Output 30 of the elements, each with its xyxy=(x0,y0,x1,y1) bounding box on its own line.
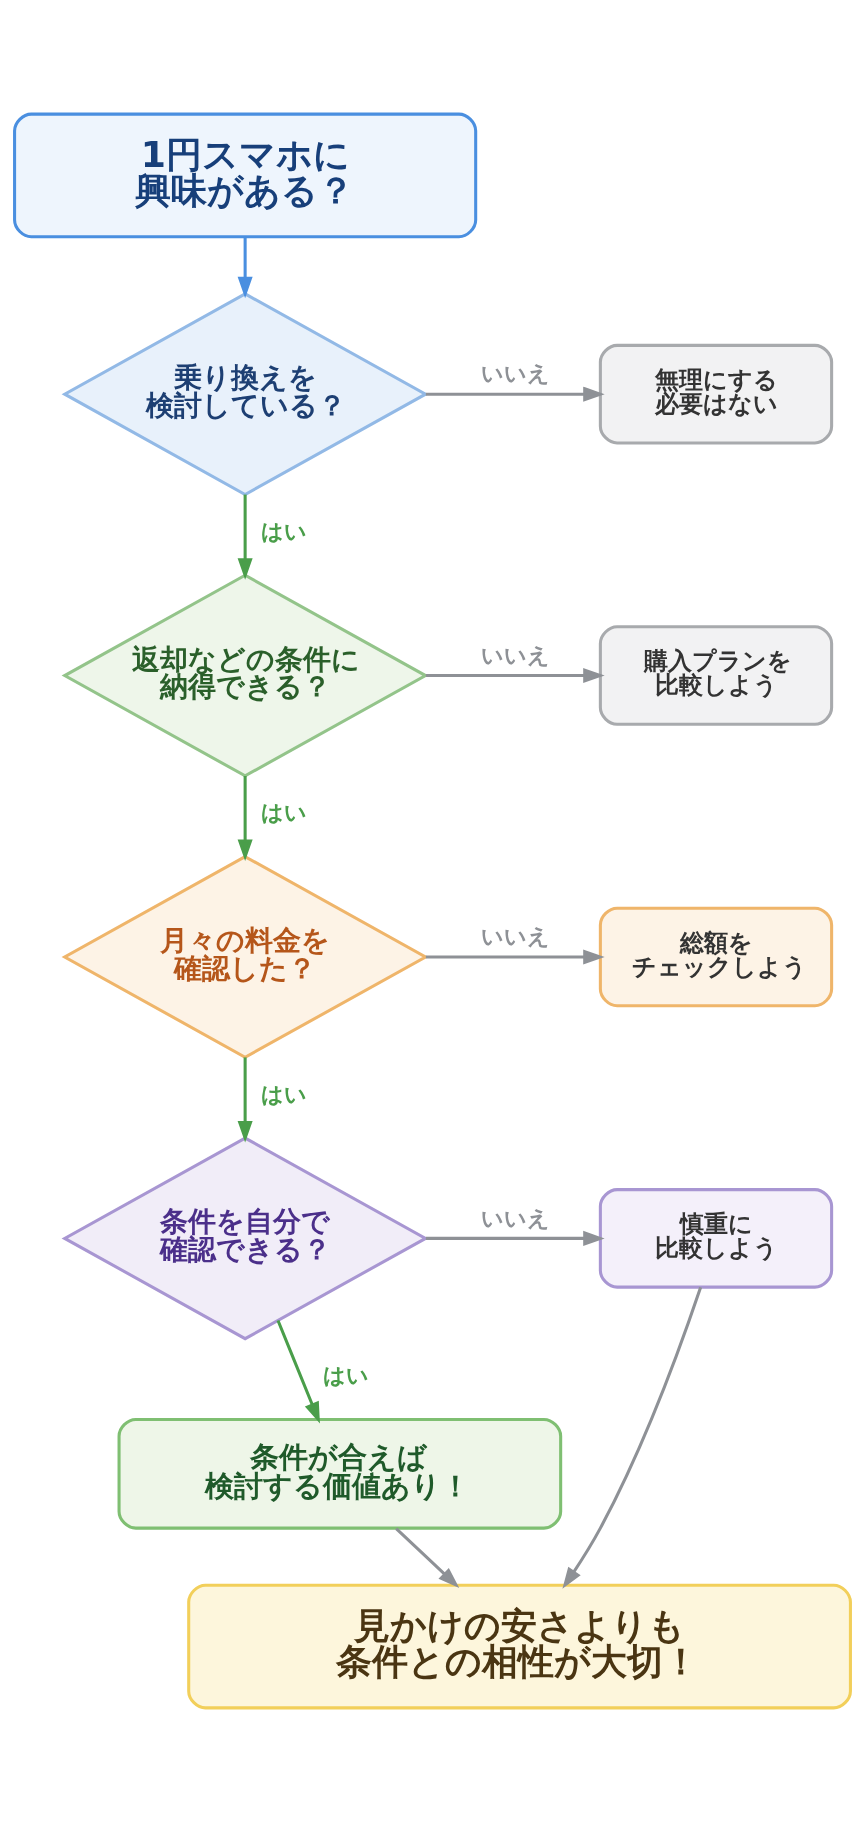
arrow xyxy=(425,948,605,964)
arrow xyxy=(237,494,253,580)
node-box: 購入プランを比較しよう xyxy=(598,624,833,726)
arrow xyxy=(394,1526,459,1588)
node-box: 見かけの安さよりも条件との相性が大切！ xyxy=(186,1583,852,1709)
edge-label: いいえ xyxy=(480,1204,550,1231)
node-box: 総額をチェックしよう xyxy=(598,906,833,1007)
edge-label: はい xyxy=(260,1080,307,1107)
arrow xyxy=(237,236,253,298)
node-diamond: 返却などの条件に納得できる？ xyxy=(61,573,429,778)
arrow xyxy=(561,1286,702,1589)
node-diamond: 条件を自分で確認できる？ xyxy=(61,1135,429,1340)
arrow xyxy=(237,1056,253,1142)
arrow xyxy=(425,386,605,402)
edge-label: はい xyxy=(260,517,307,544)
node-box: 慎重に比較しよう xyxy=(598,1187,833,1289)
arrow xyxy=(425,1230,605,1246)
edge-label: はい xyxy=(260,798,307,825)
node-diamond: 乗り換えを検討している？ xyxy=(61,291,429,496)
arrow xyxy=(425,667,605,683)
node-box: 1円スマホに興味がある？ xyxy=(12,112,477,238)
edge-label: いいえ xyxy=(480,922,550,949)
edge-label: はい xyxy=(322,1361,369,1388)
node-box: 無理にする必要はない xyxy=(598,343,833,444)
arrow xyxy=(237,775,253,861)
arrow xyxy=(276,1319,320,1423)
node-box: 条件が合えば検討する価値あり！ xyxy=(117,1417,562,1530)
node-diamond: 月々の料金を確認した？ xyxy=(61,854,429,1059)
edge-label: いいえ xyxy=(480,641,550,668)
edge-label: いいえ xyxy=(480,359,550,386)
